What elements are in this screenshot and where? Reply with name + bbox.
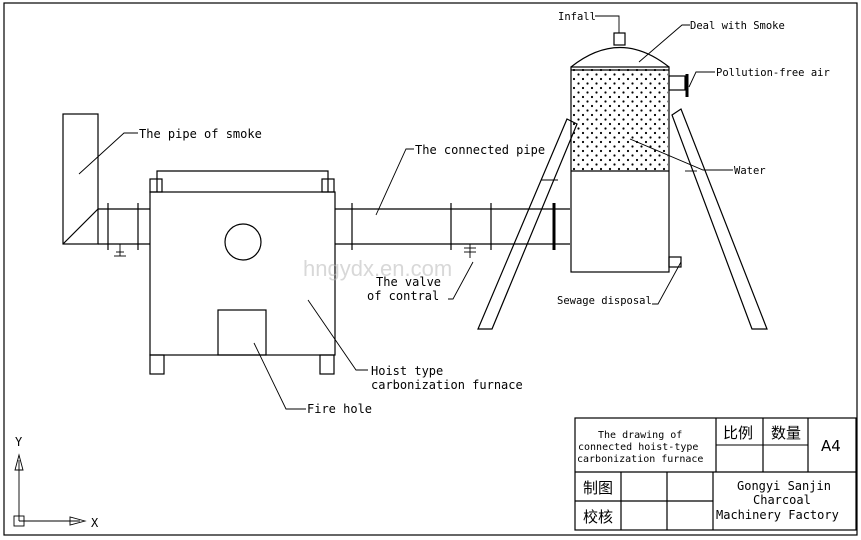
axis-y-label: Y — [15, 435, 23, 449]
label-pipe-of-smoke: The pipe of smoke — [139, 127, 262, 141]
title-block: The drawing of connected hoist-type carb… — [574, 417, 857, 531]
water-fill — [572, 69, 668, 171]
control-valve — [464, 244, 476, 258]
company-line-2: Charcoal — [753, 493, 811, 507]
furnace-port — [224, 223, 262, 261]
drawing-frame — [3, 2, 858, 536]
label-furnace-line1: Hoist type — [371, 364, 443, 378]
leader-lines — [78, 15, 733, 410]
fire-hole — [217, 309, 267, 356]
smoke-treatment-tower — [477, 32, 768, 330]
label-deal-with-smoke: Deal with Smoke — [690, 20, 785, 32]
company-line-3: Machinery Factory — [716, 508, 839, 522]
title-line-1: The drawing of — [598, 430, 682, 441]
ucs-axis-icon: Y X — [13, 435, 99, 530]
label-infall: Infall — [558, 11, 596, 23]
title-line-2: connected hoist-type — [578, 442, 698, 453]
title-line-3: carbonization furnace — [577, 454, 703, 465]
label-valve-line1: The valve — [376, 275, 441, 289]
axis-x-label: X — [91, 516, 99, 530]
quantity-label: 数量 — [771, 424, 801, 442]
label-water: Water — [734, 165, 766, 177]
checked-label: 校核 — [583, 508, 613, 526]
company-line-1: Gongyi Sanjin — [737, 479, 831, 493]
label-furnace-line2: carbonization furnace — [371, 378, 523, 392]
drafted-label: 制图 — [583, 479, 613, 497]
smoke-pipe — [62, 113, 150, 257]
watermark: hngydx.en.com — [303, 256, 452, 281]
paper-size: A4 — [821, 437, 841, 455]
connected-pipe — [335, 203, 570, 258]
label-sewage-disposal: Sewage disposal — [557, 295, 652, 307]
label-pollution-free-air: Pollution-free air — [716, 67, 830, 79]
carbonization-furnace — [149, 170, 336, 375]
scale-label: 比例 — [723, 424, 753, 442]
label-fire-hole: Fire hole — [307, 402, 372, 416]
label-connected-pipe: The connected pipe — [415, 143, 545, 157]
label-valve-line2: of contral — [367, 289, 439, 303]
